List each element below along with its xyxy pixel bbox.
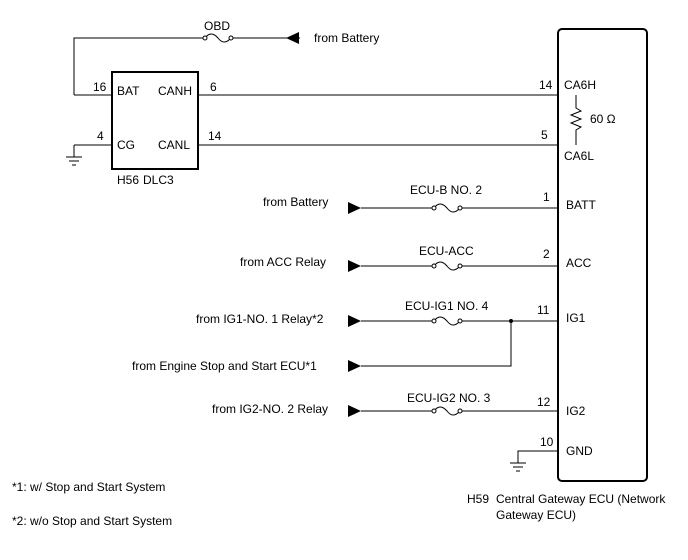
resistor-value: 60 Ω (590, 112, 616, 126)
fuse-terminal-icon (431, 408, 437, 414)
gnd-wire (517, 450, 558, 463)
acc-fuse-label: ECU-ACC (419, 244, 474, 258)
batt-source-label: from Battery (263, 195, 328, 209)
gw-name-line2: Gateway ECU) (496, 508, 576, 522)
gw-pin-acc-label: ACC (566, 256, 592, 270)
gw-pin-ig1-label: IG1 (566, 311, 586, 325)
arrow-right-icon (348, 315, 361, 327)
ground-icon (510, 462, 526, 472)
batt-fuse-label: ECU-B NO. 2 (410, 183, 482, 197)
gw-pin-ca6l-label: CA6L (564, 149, 594, 163)
gw-pin-ca6l-num: 5 (541, 128, 548, 142)
obd-fuse-label: OBD (204, 19, 230, 33)
dlc3-pin-canl-label: CANL (158, 138, 190, 152)
dlc3-pin-canl-num: 14 (208, 129, 222, 143)
obd-wire-left (73, 37, 200, 95)
dlc3-connector-id: H56 (117, 173, 139, 187)
dlc3-name: DLC3 (143, 173, 174, 187)
gw-pin-ig2-num: 12 (537, 395, 551, 409)
ig2-source-label: from IG2-NO. 2 Relay (212, 402, 328, 416)
ig2-fuse-icon (433, 406, 461, 416)
gw-pin-ca6h-num: 14 (539, 78, 553, 92)
gw-pin-batt-num: 1 (543, 190, 550, 204)
dlc3-pin-bat-num: 16 (93, 80, 107, 94)
arrow-left-icon (286, 32, 299, 44)
ig1-fuse-label: ECU-IG1 NO. 4 (405, 299, 489, 313)
acc-source-label: from ACC Relay (240, 255, 326, 269)
gw-pin-acc-num: 2 (543, 247, 550, 261)
arrow-right-icon (348, 202, 361, 214)
fuse-terminal-icon (202, 35, 208, 41)
ground-icon (66, 156, 82, 166)
gw-pin-gnd-num: 10 (540, 435, 554, 449)
footnote-1: *1: w/ Stop and Start System (12, 480, 165, 494)
resistor-icon (569, 95, 583, 145)
dlc3-pin-cg-label: CG (117, 138, 135, 152)
dlc3-connector-box (111, 71, 199, 170)
fuse-terminal-icon (457, 263, 463, 269)
fuse-terminal-icon (431, 318, 437, 324)
dlc3-pin-cg-num: 4 (97, 129, 104, 143)
gw-pin-ig1-num: 11 (537, 303, 550, 317)
gateway-ecu-box (557, 28, 648, 482)
dlc3-pin-canh-label: CANH (158, 84, 192, 98)
ig1-fuse-icon (433, 316, 461, 326)
dlc3-pin-bat-label: BAT (117, 84, 140, 98)
obd-fuse-icon (204, 33, 232, 43)
dlc3-pin-canh-num: 6 (210, 80, 217, 94)
gw-pin-gnd-label: GND (566, 444, 593, 458)
ig1-source-label: from IG1-NO. 1 Relay*2 (196, 312, 324, 326)
footnote-2: *2: w/o Stop and Start System (12, 514, 172, 528)
gw-pin-ca6h-label: CA6H (564, 78, 596, 92)
fuse-terminal-icon (431, 263, 437, 269)
ig2-fuse-label: ECU-IG2 NO. 3 (407, 391, 491, 405)
gw-pin-ig2-label: IG2 (566, 404, 586, 418)
cg-wire (73, 144, 112, 157)
gw-connector-id: H59 (467, 492, 489, 506)
fuse-terminal-icon (457, 318, 463, 324)
engine-stop-source-label: from Engine Stop and Start ECU*1 (132, 359, 317, 373)
batt-fuse-icon (433, 203, 461, 213)
obd-source-label: from Battery (314, 31, 379, 45)
engine-stop-wire (361, 321, 512, 367)
arrow-right-icon (348, 260, 361, 272)
acc-fuse-icon (433, 261, 461, 271)
fuse-terminal-icon (228, 35, 234, 41)
fuse-terminal-icon (457, 205, 463, 211)
gw-name-line1: Central Gateway ECU (Network (496, 492, 666, 506)
gw-pin-batt-label: BATT (566, 198, 596, 212)
arrow-right-icon (348, 360, 361, 372)
fuse-terminal-icon (431, 205, 437, 211)
arrow-right-icon (348, 405, 361, 417)
fuse-terminal-icon (457, 408, 463, 414)
